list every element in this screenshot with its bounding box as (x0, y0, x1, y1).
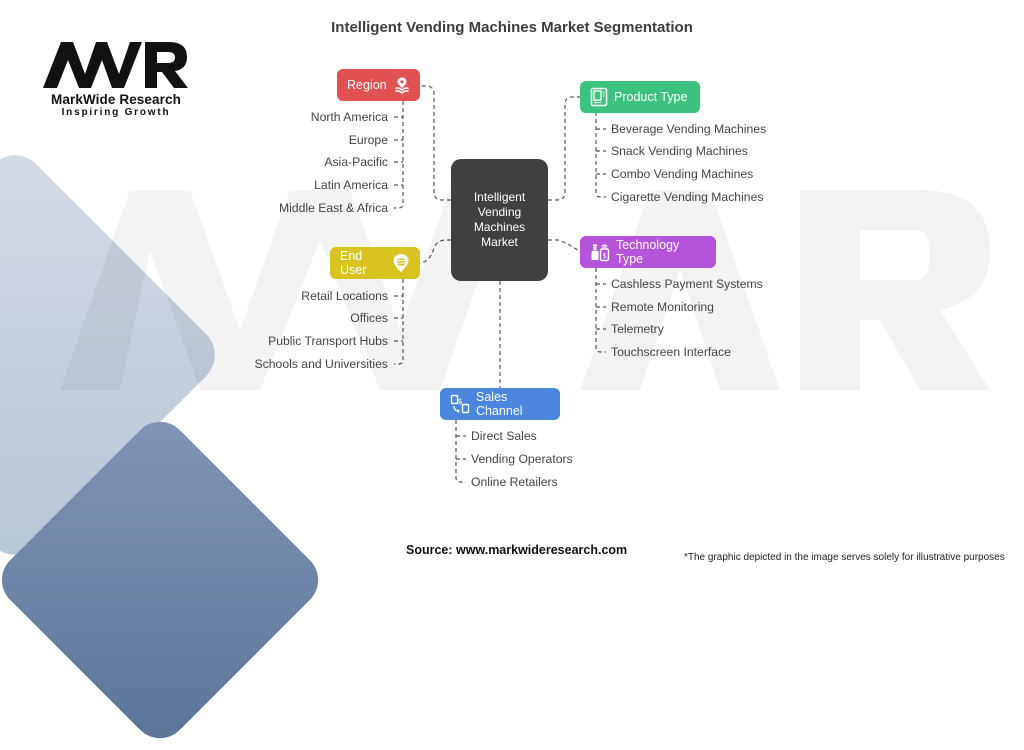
category-product-type[interactable]: Product Type (580, 81, 700, 113)
technology-type-item: Remote Monitoring (611, 300, 714, 314)
end-user-item: Retail Locations (301, 289, 388, 303)
exchange-money-icon: $ (450, 394, 470, 414)
category-end-user-label: End User (340, 249, 367, 277)
category-technology-type[interactable]: $ Technology Type (580, 236, 716, 268)
sales-channel-item: Direct Sales (471, 429, 537, 443)
technology-type-item: Cashless Payment Systems (611, 277, 763, 291)
connector-region (420, 85, 451, 201)
center-node-label: Intelligent Vending Machines Market (473, 190, 526, 249)
connector-end-user (419, 239, 451, 264)
category-region[interactable]: Region (337, 69, 420, 101)
disclaimer-note: *The graphic depicted in the image serve… (684, 552, 1005, 563)
end-user-item: Offices (350, 311, 388, 325)
region-item: Latin America (314, 178, 388, 192)
region-item: Middle East & Africa (278, 201, 388, 215)
end-user-item: Schools and Universities (254, 357, 388, 371)
category-sales-channel[interactable]: $ Sales Channel (440, 388, 560, 420)
category-product-type-label: Product Type (614, 90, 688, 104)
connector-product-type (548, 96, 580, 201)
technology-type-item: Touchscreen Interface (611, 345, 731, 359)
product-type-trunk (595, 112, 606, 198)
payment-device-icon: $ (591, 244, 610, 262)
region-trunk (394, 101, 404, 209)
region-item: Asia-Pacific (324, 155, 388, 169)
product-type-item: Combo Vending Machines (611, 167, 754, 181)
connector-lines (394, 85, 606, 483)
region-item: North America (310, 110, 388, 124)
sales-channel-item: Online Retailers (471, 475, 558, 489)
source-credit: Source: www.markwideresearch.com (406, 543, 628, 557)
company-logo: MarkWide Research Inspiring Growth (36, 40, 196, 118)
technology-type-trunk (595, 268, 606, 353)
vending-machine-icon (590, 87, 608, 107)
technology-type-item: Telemetry (611, 322, 664, 336)
svg-text:$: $ (602, 252, 606, 260)
category-region-label: Region (347, 78, 387, 92)
svg-text:$: $ (457, 397, 462, 406)
category-sales-channel-label: Sales Channel (476, 390, 523, 418)
center-node[interactable]: Intelligent Vending Machines Market (451, 159, 548, 281)
sales-channel-trunk (455, 420, 466, 483)
product-type-item: Cigarette Vending Machines (611, 190, 764, 204)
sales-channel-item: Vending Operators (471, 452, 573, 466)
region-item: Europe (348, 133, 388, 147)
map-pin-icon (394, 77, 409, 94)
logo-company-name: MarkWide Research (51, 92, 181, 107)
category-end-user[interactable]: End User (330, 247, 420, 279)
location-user-icon (393, 254, 409, 272)
mwr-logo-mark-icon (43, 42, 188, 88)
end-user-item: Public Transport Hubs (268, 334, 388, 348)
category-technology-type-label: Technology Type (616, 238, 680, 266)
product-type-item: Beverage Vending Machines (611, 122, 767, 136)
connector-technology-type (548, 239, 581, 253)
product-type-item: Snack Vending Machines (611, 144, 748, 158)
diagram-title: Intelligent Vending Machines Market Segm… (331, 19, 693, 36)
logo-tagline: Inspiring Growth (61, 107, 171, 118)
end-user-trunk (394, 279, 404, 365)
